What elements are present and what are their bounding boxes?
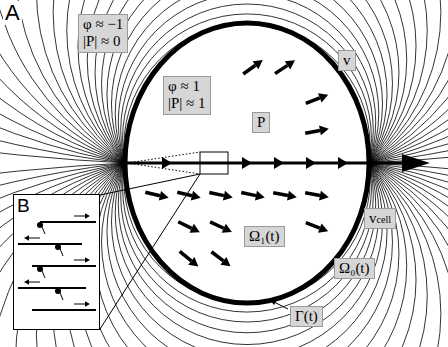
panel-letter: A bbox=[3, 1, 22, 25]
box-label: Ω₁(t) bbox=[249, 228, 280, 245]
filament-arrow bbox=[74, 260, 85, 261]
polarization-arrow bbox=[305, 193, 320, 196]
polarization-arrow bbox=[180, 251, 192, 260]
motor bbox=[37, 266, 43, 272]
filament bbox=[32, 309, 96, 311]
label-box: Γ(t) bbox=[290, 306, 323, 327]
box-label: |P| ≈ 1 bbox=[168, 95, 206, 112]
polarization-arrow-head bbox=[223, 191, 233, 201]
filament-arrow-head bbox=[85, 257, 90, 263]
polarization-arrow-head bbox=[222, 224, 232, 233]
polarization-arrow-head bbox=[255, 191, 265, 201]
motor bbox=[55, 244, 61, 250]
label-box: vcell bbox=[364, 208, 396, 229]
polarization-arrow bbox=[211, 252, 223, 261]
box-label: |P| ≈ 0 bbox=[83, 33, 123, 50]
polarization-arrow-head bbox=[188, 257, 198, 267]
filament-arrow bbox=[74, 216, 85, 217]
polarization-arrow-head bbox=[191, 191, 201, 201]
leader-head bbox=[270, 300, 277, 305]
panel-letter: B bbox=[17, 196, 30, 217]
polarization-arrow-head bbox=[319, 191, 329, 201]
filament-arrow-head bbox=[24, 235, 29, 241]
polarization-arrow-head bbox=[287, 191, 297, 201]
polarization-arrow bbox=[305, 130, 320, 133]
polarization-arrow bbox=[178, 222, 191, 229]
polarization-arrow bbox=[145, 192, 160, 196]
polarization-arrow bbox=[306, 98, 320, 103]
filament-arrow-head bbox=[85, 301, 90, 307]
filament-inset bbox=[18, 213, 96, 310]
axis-arrowhead bbox=[338, 157, 348, 169]
filament bbox=[18, 243, 82, 245]
velocity-arrowhead bbox=[402, 154, 430, 172]
polarization-arrow-head bbox=[220, 257, 230, 266]
box-label: φ ≈ −1 bbox=[83, 16, 123, 33]
polarization-arrow bbox=[306, 223, 320, 228]
filament-arrow bbox=[74, 304, 85, 305]
polarization-arrow-head bbox=[318, 223, 328, 232]
motor bbox=[55, 288, 61, 294]
label-box: φ ≈ 1|P| ≈ 1 bbox=[163, 76, 211, 115]
polarization-arrow bbox=[243, 65, 255, 74]
filament-arrow-head bbox=[24, 279, 29, 285]
polarization-arrow bbox=[273, 193, 288, 196]
polarization-arrow-head bbox=[190, 224, 200, 233]
motor bbox=[37, 222, 43, 228]
filament-arrow bbox=[29, 238, 40, 239]
filament-arrow bbox=[29, 282, 40, 283]
zoom-ray bbox=[127, 163, 200, 174]
filament bbox=[40, 221, 96, 223]
label-box: φ ≈ −1|P| ≈ 0 bbox=[78, 14, 128, 53]
inset-ground bbox=[13, 194, 100, 330]
box-label: vcell bbox=[369, 210, 391, 227]
polarization-arrow bbox=[275, 65, 287, 73]
label-box: Ω₁(t) bbox=[244, 226, 285, 247]
box-label: v bbox=[343, 52, 351, 69]
label-box: v bbox=[338, 50, 356, 71]
polarization-arrow-head bbox=[318, 93, 328, 102]
axis-arrowhead bbox=[274, 157, 284, 169]
box-label: P bbox=[257, 114, 265, 131]
axis-arrowhead bbox=[162, 157, 172, 169]
zoom-line bbox=[100, 174, 200, 329]
zoom-line bbox=[100, 174, 200, 195]
axis-arrowhead bbox=[242, 157, 252, 169]
zoom-window bbox=[200, 152, 228, 174]
box-label: φ ≈ 1 bbox=[168, 78, 206, 95]
filament bbox=[18, 287, 86, 289]
polarization-arrow bbox=[177, 192, 192, 195]
label-box: Ω₀(t) bbox=[334, 258, 375, 279]
polarization-arrow bbox=[210, 222, 224, 228]
zoom-ray bbox=[127, 152, 200, 163]
box-label: Γ(t) bbox=[295, 308, 318, 325]
polarization-arrow-head bbox=[319, 126, 329, 136]
axis-arrowhead bbox=[306, 157, 316, 169]
label-box: P bbox=[252, 112, 270, 133]
leader-line bbox=[274, 302, 288, 309]
box-label: Ω₀(t) bbox=[339, 260, 370, 277]
polarization-arrow-head bbox=[253, 60, 263, 69]
polarization-arrow bbox=[241, 193, 256, 196]
polarization-arrow bbox=[209, 192, 224, 195]
polarization-arrow-head bbox=[159, 191, 169, 201]
inset-panel: B bbox=[13, 194, 100, 330]
filament-arrow-head bbox=[85, 213, 90, 219]
polarization-arrow-head bbox=[285, 60, 295, 69]
